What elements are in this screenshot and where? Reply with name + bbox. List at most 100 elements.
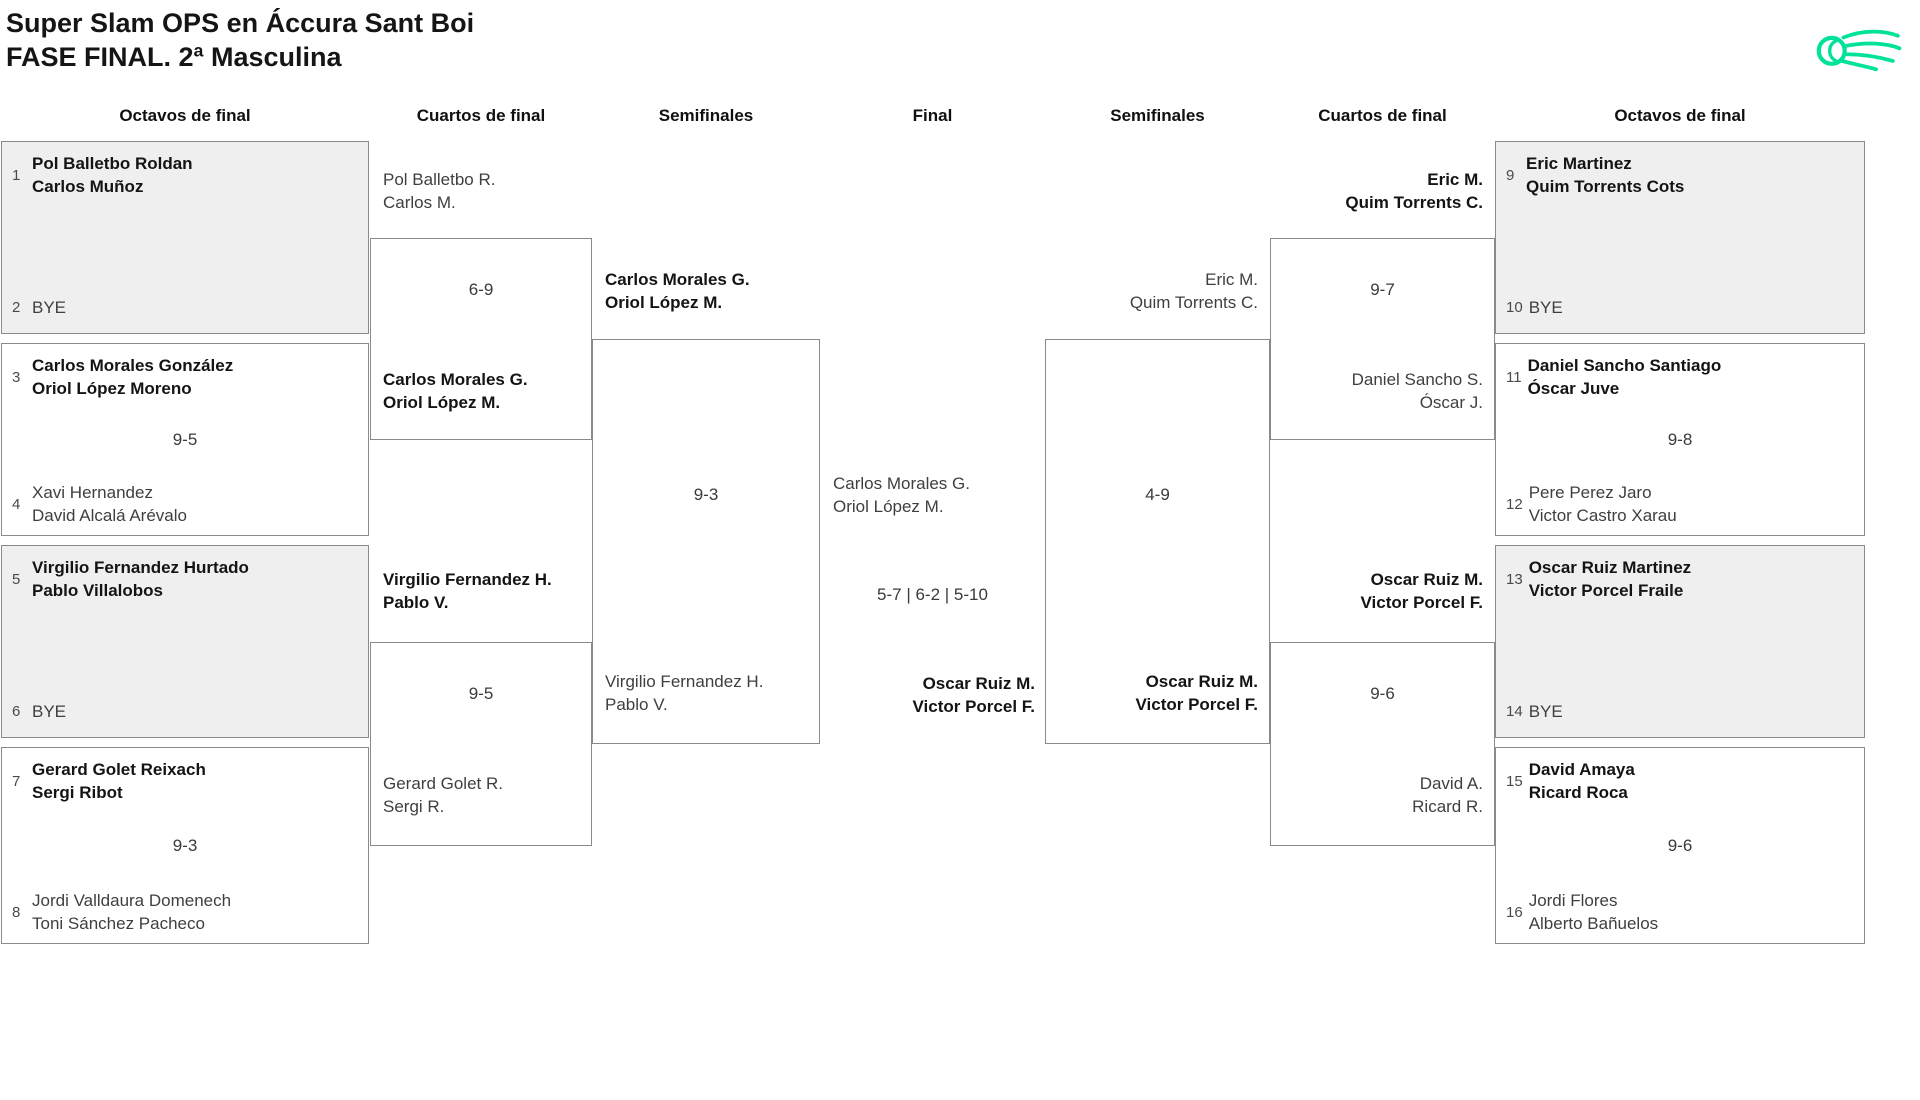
team-names: Pere Perez Jaro Victor Castro Xarau (1529, 481, 1677, 527)
match-box-of-l4[interactable]: 7 Gerard Golet Reixach Sergi Ribot 9-3 8… (1, 747, 369, 944)
team-name-line: Daniel Sancho Santiago (1527, 356, 1722, 375)
qf-r1-team-bottom: Daniel Sancho S. Óscar J. (1272, 368, 1483, 414)
round-header-semis-left: Semifinales (658, 106, 754, 125)
team-name-line: Virgilio Fernandez H. (605, 672, 764, 691)
match-box-sf-l[interactable] (592, 339, 820, 744)
team-names: Daniel Sancho Santiago Óscar Juve (1528, 354, 1722, 400)
qf-l2-score: 9-5 (468, 684, 494, 703)
team-name-line: Carlos Morales González (32, 356, 234, 375)
match-box-qf-r2[interactable] (1270, 642, 1495, 846)
round-header-octavos-right: Octavos de final (1614, 106, 1746, 125)
team-name-line: Pablo V. (383, 593, 449, 612)
team-name-line: Oriol López Moreno (32, 379, 192, 398)
team-name-line: Óscar Juve (1527, 379, 1620, 398)
team-entry: 10 BYE (1506, 296, 1856, 319)
match-score: 9-3 (172, 835, 198, 855)
round-header-final: Final (912, 106, 953, 125)
match-box-of-r4[interactable]: 15 David Amaya Ricard Roca 9-6 16 Jordi … (1495, 747, 1865, 944)
team-entry: 8 Jordi Valldaura Domenech Toni Sánchez … (12, 889, 360, 935)
team-name-line: Oscar Ruiz M. (1370, 570, 1483, 589)
round-header-cuartos-right: Cuartos de final (1318, 106, 1447, 125)
qf-r1-team-top: Eric M. Quim Torrents C. (1272, 168, 1483, 214)
seed-number: 14 (1506, 703, 1523, 720)
ball-swoosh-icon (1810, 10, 1902, 80)
seed-number: 4 (12, 495, 21, 513)
match-box-of-r3[interactable]: 13 Oscar Ruiz Martinez Victor Porcel Fra… (1495, 545, 1865, 738)
team-entry: 15 David Amaya Ricard Roca (1506, 758, 1856, 804)
match-box-of-l2[interactable]: 3 Carlos Morales González Oriol López Mo… (1, 343, 369, 536)
team-name-line: Carlos Muñoz (32, 177, 144, 196)
phase-name: FASE FINAL. 2ª Masculina (6, 42, 342, 72)
match-score: 9-5 (172, 429, 198, 449)
team-names: Eric Martinez Quim Torrents Cots (1526, 152, 1684, 198)
team-name-line: Jordi Valldaura Domenech (32, 891, 232, 910)
team-name-line: Sergi R. (383, 797, 445, 816)
team-name-line: Oscar Ruiz Martinez (1528, 558, 1692, 577)
qf-r1-score: 9-7 (1370, 280, 1395, 299)
team-name-line: Eric Martinez (1526, 154, 1632, 173)
team-entry: 7 Gerard Golet Reixach Sergi Ribot (12, 758, 360, 804)
match-box-of-r2[interactable]: 11 Daniel Sancho Santiago Óscar Juve 9-8… (1495, 343, 1865, 536)
seed-number: 15 (1506, 772, 1523, 790)
team-name-line: Victor Porcel F. (912, 697, 1035, 716)
qf-l1-team-bottom: Carlos Morales G. Oriol López M. (383, 368, 528, 414)
qf-r2-team-top: Oscar Ruiz M. Victor Porcel F. (1272, 568, 1483, 614)
match-box-of-l1[interactable]: 1 Pol Balletbo Roldan Carlos Muñoz 2 BYE (1, 141, 369, 334)
final-team-right: Oscar Ruiz M. Victor Porcel F. (820, 672, 1035, 718)
team-name-line: Gerard Golet Reixach (32, 760, 206, 779)
match-box-qf-r1[interactable] (1270, 238, 1495, 440)
seed-number: 9 (1506, 166, 1515, 184)
team-name-line: Oriol López M. (605, 293, 723, 312)
seed-number: 7 (12, 772, 21, 790)
sf-l-team-bottom: Virgilio Fernandez H. Pablo V. (605, 670, 763, 716)
team-name-line: Virgilio Fernandez Hurtado (32, 558, 249, 577)
match-box-qf-l1[interactable] (370, 238, 592, 440)
seed-number: 2 (12, 299, 21, 316)
seed-number: 11 (1506, 368, 1522, 386)
team-names: Xavi Hernandez David Alcalá Arévalo (32, 481, 187, 527)
team-name-line: Pere Perez Jaro (1528, 483, 1652, 502)
seed-number: 16 (1506, 903, 1523, 921)
team-name-line: Pablo Villalobos (32, 581, 163, 600)
sf-l-team-top: Carlos Morales G. Oriol López M. (605, 268, 750, 314)
team-name-line: David Alcalá Arévalo (32, 506, 187, 525)
team-name-line: BYE (32, 298, 67, 317)
round-header-cuartos-left: Cuartos de final (416, 106, 546, 125)
match-box-sf-r[interactable] (1045, 339, 1270, 744)
team-entry: 11 Daniel Sancho Santiago Óscar Juve (1506, 354, 1856, 400)
team-name-line: Carlos Morales G. (833, 474, 970, 493)
team-name-line: Quim Torrents C. (1345, 193, 1483, 212)
seed-number: 6 (12, 703, 21, 720)
team-names: Jordi Flores Alberto Bañuelos (1529, 889, 1658, 935)
round-header-octavos-left: Octavos de final (119, 106, 251, 125)
team-name-line: BYE (1528, 298, 1563, 317)
team-name-line: Eric M. (1427, 170, 1483, 189)
team-name-line: Sergi Ribot (32, 783, 123, 802)
team-name-line: Ricard R. (1412, 797, 1483, 816)
team-names: BYE (1529, 296, 1563, 319)
team-name-line: Jordi Flores (1528, 891, 1618, 910)
team-names: Pol Balletbo Roldan Carlos Muñoz (32, 152, 193, 198)
page-title: Super Slam OPS en Áccura Sant Boi FASE F… (6, 6, 474, 74)
seed-number: 5 (12, 570, 21, 588)
team-name-line: Quim Torrents Cots (1526, 177, 1685, 196)
team-name-line: BYE (32, 702, 67, 721)
team-name-line: Quim Torrents C. (1129, 293, 1258, 312)
team-entry: 16 Jordi Flores Alberto Bañuelos (1506, 889, 1856, 935)
team-name-line: Alberto Bañuelos (1528, 914, 1659, 933)
team-name-line: Ricard Roca (1528, 783, 1628, 802)
team-name-line: Pablo V. (605, 695, 668, 714)
match-box-of-l3[interactable]: 5 Virgilio Fernandez Hurtado Pablo Villa… (1, 545, 369, 738)
match-box-of-r1[interactable]: 9 Eric Martinez Quim Torrents Cots 10 BY… (1495, 141, 1865, 334)
final-score: 5-7 | 6-2 | 5-10 (877, 585, 988, 604)
sf-r-team-top: Eric M. Quim Torrents C. (1045, 268, 1258, 314)
team-names: BYE (32, 700, 66, 723)
match-score: 9-8 (1667, 429, 1693, 449)
match-box-qf-l2[interactable] (370, 642, 592, 846)
sf-r-team-bottom: Oscar Ruiz M. Victor Porcel F. (1045, 670, 1258, 716)
team-name-line: Carlos Morales G. (605, 270, 750, 289)
team-name-line: Virgilio Fernandez H. (383, 570, 552, 589)
team-entry: 6 BYE (12, 700, 360, 723)
team-entry: 3 Carlos Morales González Oriol López Mo… (12, 354, 360, 400)
